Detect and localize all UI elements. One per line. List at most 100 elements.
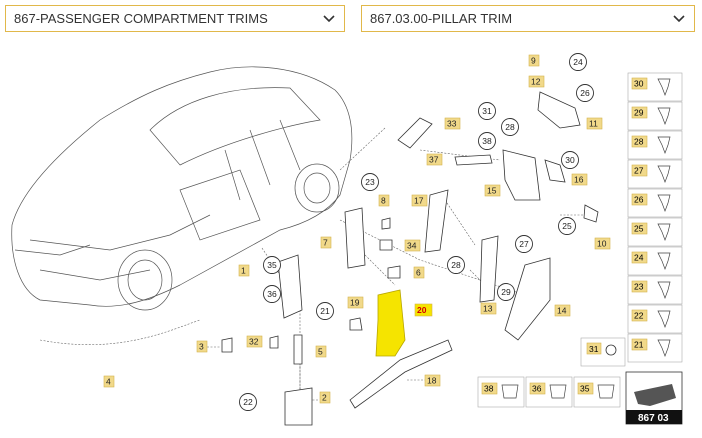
part-tag-5[interactable]: 5 [315,345,327,358]
part-tag-19[interactable]: 19 [347,296,364,309]
callout-circle-30[interactable]: 30 [561,151,579,169]
part-tag-16[interactable]: 16 [571,173,588,186]
chevron-down-icon [322,12,336,26]
callout-label: 30 [565,155,575,165]
legend-cell-label: 26 [634,195,644,205]
callout-label: 24 [573,57,583,67]
callout-circle-31[interactable]: 31 [478,102,496,120]
part-tag-9[interactable]: 9 [528,54,540,67]
part-tag-14[interactable]: 14 [554,304,571,317]
legend-cell-label: 36 [532,384,542,394]
fastener-icon [501,384,519,399]
page-code-badge: 867 03 [625,371,683,425]
part-tag-label: 17 [414,196,424,206]
callout-label: 25 [562,221,572,231]
callout-circle-22[interactable]: 22 [239,393,257,411]
fastener-icon [597,384,615,399]
part-tag-7[interactable]: 7 [320,236,332,249]
part-tag-13[interactable]: 13 [480,302,497,315]
part-tag-label: 5 [318,347,323,357]
callout-circle-36[interactable]: 36 [263,285,281,303]
legend-cell-label: 30 [634,79,644,89]
legend-cell-26[interactable]: 26 [627,188,683,218]
fastener-icon [657,194,671,212]
callout-label: 35 [267,260,277,270]
chevron-down-icon [672,12,686,26]
part-tag-label: 1 [241,266,246,276]
part-tag-17[interactable]: 17 [411,194,428,207]
part-tag-6[interactable]: 6 [413,266,425,279]
fastener-icon [657,165,671,183]
part-tag-33[interactable]: 33 [444,117,461,130]
part-tag-label: 32 [249,337,259,347]
legend-cell-24[interactable]: 24 [627,246,683,276]
part-tag-label: 8 [381,196,386,206]
legend-cell-25[interactable]: 25 [627,217,683,247]
part-tag-18[interactable]: 18 [424,374,441,387]
legend-cell-36[interactable]: 36 [525,376,573,408]
callout-circle-24[interactable]: 24 [569,53,587,71]
part-tag-12[interactable]: 12 [528,75,545,88]
callout-circle-28[interactable]: 28 [447,256,465,274]
legend-cell-label: 21 [634,340,644,350]
part-tag-3[interactable]: 3 [196,340,208,353]
part-tag-15[interactable]: 15 [484,184,501,197]
highlighted-part-20[interactable] [375,289,406,357]
callout-circle-28[interactable]: 28 [501,118,519,136]
part-tag-20[interactable]: 20 [414,303,433,317]
part-tag-label: 18 [427,376,437,386]
section-dropdown-label: 867-PASSENGER COMPARTMENT TRIMS [14,11,268,26]
part-tag-37[interactable]: 37 [426,153,443,166]
callout-circle-27[interactable]: 27 [515,235,533,253]
legend-cell-label: 38 [484,384,494,394]
part-tag-label: 16 [574,175,584,185]
fastener-icon [657,252,671,270]
callout-circle-25[interactable]: 25 [558,217,576,235]
callout-circle-38[interactable]: 38 [478,132,496,150]
legend-cell-29[interactable]: 29 [627,101,683,131]
fastener-icon [657,310,671,328]
callout-label: 27 [519,239,529,249]
legend-cell-27[interactable]: 27 [627,159,683,189]
legend-cell-30[interactable]: 30 [627,72,683,102]
legend-cell-28[interactable]: 28 [627,130,683,160]
fastener-icon [657,281,671,299]
callout-circle-23[interactable]: 23 [361,173,379,191]
part-tag-2[interactable]: 2 [319,391,331,404]
legend-cell-label: 23 [634,282,644,292]
fastener-icon [549,384,567,399]
part-tag-4[interactable]: 4 [103,375,115,388]
legend-cell-23[interactable]: 23 [627,275,683,305]
part-tag-34[interactable]: 34 [404,239,421,252]
part-tag-label: 34 [407,241,417,251]
part-tag-label: 2 [322,393,327,403]
legend-cell-label: 25 [634,224,644,234]
callout-label: 38 [482,136,492,146]
part-tag-label: 37 [429,155,439,165]
part-tag-11[interactable]: 11 [586,117,603,130]
callout-circle-29[interactable]: 29 [497,283,515,301]
part-tag-32[interactable]: 32 [246,335,263,348]
legend-cell-22[interactable]: 22 [627,304,683,334]
legend-31-cell[interactable]: 31 [580,337,626,367]
legend-cell-38[interactable]: 38 [477,376,525,408]
part-tag-label: 20 [417,305,427,315]
part-tag-1[interactable]: 1 [238,264,250,277]
subsection-dropdown[interactable]: 867.03.00-PILLAR TRIM [361,5,695,32]
callout-circle-21[interactable]: 21 [316,302,334,320]
callout-circle-35[interactable]: 35 [263,256,281,274]
subsection-dropdown-label: 867.03.00-PILLAR TRIM [370,11,513,26]
fastener-icon [657,223,671,241]
legend-cell-35[interactable]: 35 [573,376,621,408]
part-tag-label: 6 [416,268,421,278]
legend-cell-label: 22 [634,311,644,321]
part-tag-label: 7 [323,238,328,248]
legend-cell-21[interactable]: 21 [627,333,683,363]
part-tag-10[interactable]: 10 [594,237,611,250]
callout-label: 28 [505,122,515,132]
section-dropdown[interactable]: 867-PASSENGER COMPARTMENT TRIMS [5,5,345,32]
part-tag-8[interactable]: 8 [378,194,390,207]
callout-circle-26[interactable]: 26 [576,84,594,102]
callout-label: 26 [580,88,590,98]
